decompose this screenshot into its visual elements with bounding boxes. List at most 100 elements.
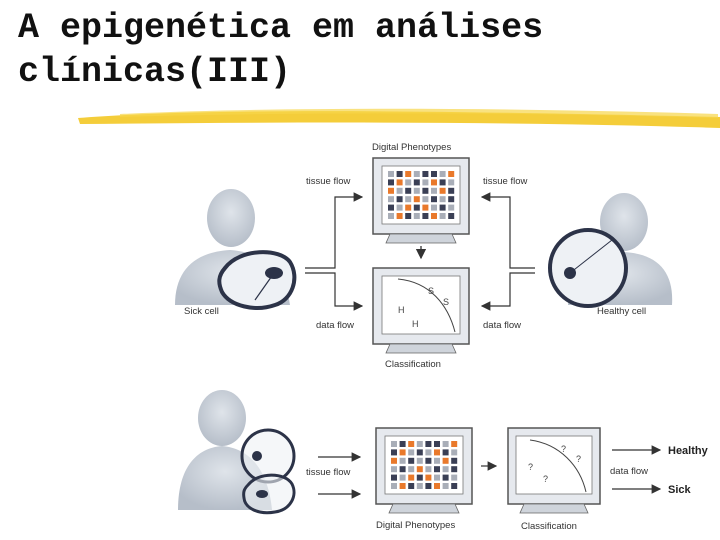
phenotype-cell: [439, 213, 446, 219]
phenotype-cell: [442, 474, 449, 481]
title-line-1: A epigenética em análises: [18, 8, 544, 48]
phenotype-cell: [448, 196, 455, 203]
bottom-sick-cell-icon: [242, 473, 296, 515]
question-mark-2: ?: [576, 454, 581, 464]
phenotype-cell: [434, 457, 440, 464]
phenotype-cell: [439, 187, 446, 194]
yellow-underline-bar: [78, 108, 720, 128]
phenotype-cell: [425, 457, 432, 464]
question-mark-3: ?: [528, 462, 533, 472]
phenotype-cell: [413, 213, 420, 219]
phenotype-cell: [388, 187, 394, 194]
bottom-phenotype-monitor: [375, 427, 473, 514]
phenotype-cell: [388, 179, 394, 186]
phenotype-cell: [431, 187, 437, 194]
phenotype-cell: [408, 466, 415, 473]
phenotype-cell: [416, 474, 423, 481]
question-mark-1: ?: [561, 444, 566, 454]
phenotype-cell: [396, 171, 403, 177]
phenotype-cell: [413, 204, 420, 211]
phenotype-cell: [405, 204, 412, 211]
phenotype-cell: [408, 457, 415, 464]
phenotype-cell: [422, 187, 429, 194]
phenotype-cell: [396, 196, 403, 203]
phenotype-cell: [399, 441, 406, 447]
phenotype-cell: [391, 441, 397, 447]
bottom-phenotype-dot-grid: [391, 441, 458, 489]
phenotype-cell: [405, 187, 412, 194]
phenotype-cell: [425, 483, 432, 489]
question-mark-4: ?: [543, 474, 548, 484]
title-line-2: clínicas(III): [18, 52, 292, 92]
phenotype-cell: [422, 204, 429, 211]
phenotype-cell: [448, 187, 455, 194]
top-classification-monitor: S S H H: [372, 267, 470, 354]
slide-title: A epigenética em análises clínicas(III): [18, 6, 543, 94]
phenotype-cell: [425, 466, 432, 473]
phenotype-cell: [451, 441, 458, 447]
phenotype-cell: [439, 171, 446, 177]
phenotype-cell: [413, 187, 420, 194]
phenotype-cell: [442, 449, 449, 456]
top-right-tissue-flow: tissue flow: [483, 176, 527, 187]
phenotype-cell: [388, 171, 394, 177]
phenotype-cell: [422, 171, 429, 177]
phenotype-cell: [405, 171, 412, 177]
phenotype-cell: [391, 457, 397, 464]
class-mark-s2: S: [443, 297, 449, 307]
phenotype-cell: [431, 171, 437, 177]
phenotype-cell: [399, 457, 406, 464]
phenotype-cell: [405, 196, 412, 203]
healthy-cell-icon: [548, 228, 628, 308]
phenotype-cell: [408, 483, 415, 489]
phenotype-cell: [439, 196, 446, 203]
phenotype-dot-grid: [388, 171, 455, 219]
phenotype-cell: [431, 196, 437, 203]
phenotype-cell: [442, 466, 449, 473]
top-classification-label: Classification: [385, 359, 441, 370]
phenotype-cell: [422, 196, 429, 203]
phenotype-cell: [451, 474, 458, 481]
phenotype-cell: [388, 213, 394, 219]
phenotype-cell: [396, 213, 403, 219]
healthy-cell-label: Healthy cell: [597, 306, 646, 317]
phenotype-cell: [416, 449, 423, 456]
phenotype-cell: [431, 179, 437, 186]
top-left-data-flow: data flow: [316, 320, 354, 331]
bottom-digital-phenotypes-label: Digital Phenotypes: [376, 520, 455, 531]
phenotype-cell: [448, 179, 455, 186]
phenotype-cell: [442, 457, 449, 464]
phenotype-cell: [413, 196, 420, 203]
phenotype-cell: [408, 474, 415, 481]
phenotype-cell: [391, 466, 397, 473]
phenotype-cell: [388, 196, 394, 203]
sick-cell-label: Sick cell: [184, 306, 219, 317]
phenotype-cell: [425, 474, 432, 481]
phenotype-cell: [388, 204, 394, 211]
phenotype-cell: [405, 213, 412, 219]
phenotype-cell: [391, 483, 397, 489]
phenotype-cell: [416, 457, 423, 464]
phenotype-cell: [408, 449, 415, 456]
top-digital-phenotypes-label: Digital Phenotypes: [372, 142, 451, 153]
top-right-data-flow: data flow: [483, 320, 521, 331]
phenotype-cell: [434, 483, 440, 489]
top-phenotype-monitor: [372, 157, 470, 244]
phenotype-cell: [413, 179, 420, 186]
class-mark-s1: S: [428, 286, 434, 296]
phenotype-cell: [431, 204, 437, 211]
phenotype-cell: [405, 179, 412, 186]
phenotype-cell: [442, 441, 449, 447]
sick-outcome-label: Sick: [668, 484, 692, 496]
phenotype-cell: [396, 179, 403, 186]
phenotype-cell: [396, 204, 403, 211]
phenotype-cell: [451, 449, 458, 456]
phenotype-cell: [434, 441, 440, 447]
phenotype-cell: [434, 474, 440, 481]
left-flow-connector: [305, 192, 364, 311]
phenotype-cell: [399, 483, 406, 489]
phenotype-cell: [399, 449, 406, 456]
bottom-tissue-flow: tissue flow: [306, 467, 350, 478]
phenotype-cell: [451, 457, 458, 464]
